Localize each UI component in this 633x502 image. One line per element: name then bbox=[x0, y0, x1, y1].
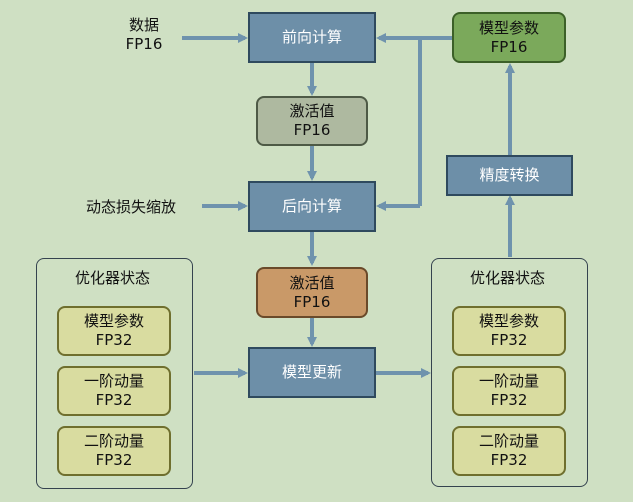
left-optimizer-item-format: FP32 bbox=[95, 451, 133, 469]
activation-forward-format: FP16 bbox=[293, 121, 331, 139]
right-optimizer-item-name: 二阶动量 bbox=[478, 432, 539, 450]
right-optimizer-item-format: FP32 bbox=[490, 331, 528, 349]
backward-compute-label: 后向计算 bbox=[281, 197, 342, 215]
model-update-label: 模型更新 bbox=[281, 363, 342, 381]
optimizer-state-right-panel: 优化器状态 bbox=[431, 258, 588, 487]
forward-compute-label: 前向计算 bbox=[281, 28, 342, 46]
activation-backward-node: 激活值 FP16 bbox=[256, 267, 368, 318]
activation-backward-name: 激活值 bbox=[289, 273, 335, 292]
forward-compute-node: 前向计算 bbox=[248, 12, 376, 63]
optimizer-state-left-panel: 优化器状态 bbox=[36, 258, 193, 489]
data-input-format: FP16 bbox=[125, 35, 163, 53]
model-params-fp16-node: 模型参数 FP16 bbox=[452, 12, 566, 63]
left-optimizer-item-name: 一阶动量 bbox=[83, 372, 144, 390]
activation-forward-node: 激活值 FP16 bbox=[256, 96, 368, 146]
data-input-label: 数据 FP16 bbox=[116, 16, 172, 54]
right-optimizer-item-name: 一阶动量 bbox=[478, 372, 539, 390]
right-optimizer-item: 模型参数 FP32 bbox=[452, 306, 566, 356]
activation-forward-name: 激活值 bbox=[289, 102, 335, 120]
model-params-fp16-format: FP16 bbox=[490, 37, 528, 56]
left-optimizer-item: 二阶动量 FP32 bbox=[57, 426, 171, 476]
left-optimizer-item-name: 二阶动量 bbox=[83, 432, 144, 450]
backward-compute-node: 后向计算 bbox=[248, 181, 376, 232]
left-optimizer-item-format: FP32 bbox=[95, 391, 133, 409]
data-input-name: 数据 bbox=[128, 16, 159, 34]
right-optimizer-item: 二阶动量 FP32 bbox=[452, 426, 566, 476]
precision-convert-label: 精度转换 bbox=[479, 166, 540, 184]
precision-convert-node: 精度转换 bbox=[446, 155, 573, 196]
model-params-fp16-name: 模型参数 bbox=[478, 18, 539, 37]
left-optimizer-item: 一阶动量 FP32 bbox=[57, 366, 171, 416]
left-optimizer-item: 模型参数 FP32 bbox=[57, 306, 171, 356]
right-optimizer-item-format: FP32 bbox=[490, 451, 528, 469]
model-update-node: 模型更新 bbox=[248, 347, 376, 398]
optimizer-state-right-title: 优化器状态 bbox=[470, 269, 546, 287]
left-optimizer-item-name: 模型参数 bbox=[83, 312, 144, 330]
activation-backward-format: FP16 bbox=[293, 292, 331, 311]
right-optimizer-item: 一阶动量 FP32 bbox=[452, 366, 566, 416]
optimizer-state-left-title: 优化器状态 bbox=[75, 269, 151, 287]
left-optimizer-item-format: FP32 bbox=[95, 331, 133, 349]
loss-scaling-label: 动态损失缩放 bbox=[86, 198, 177, 216]
right-optimizer-item-format: FP32 bbox=[490, 391, 528, 409]
right-optimizer-item-name: 模型参数 bbox=[478, 312, 539, 330]
